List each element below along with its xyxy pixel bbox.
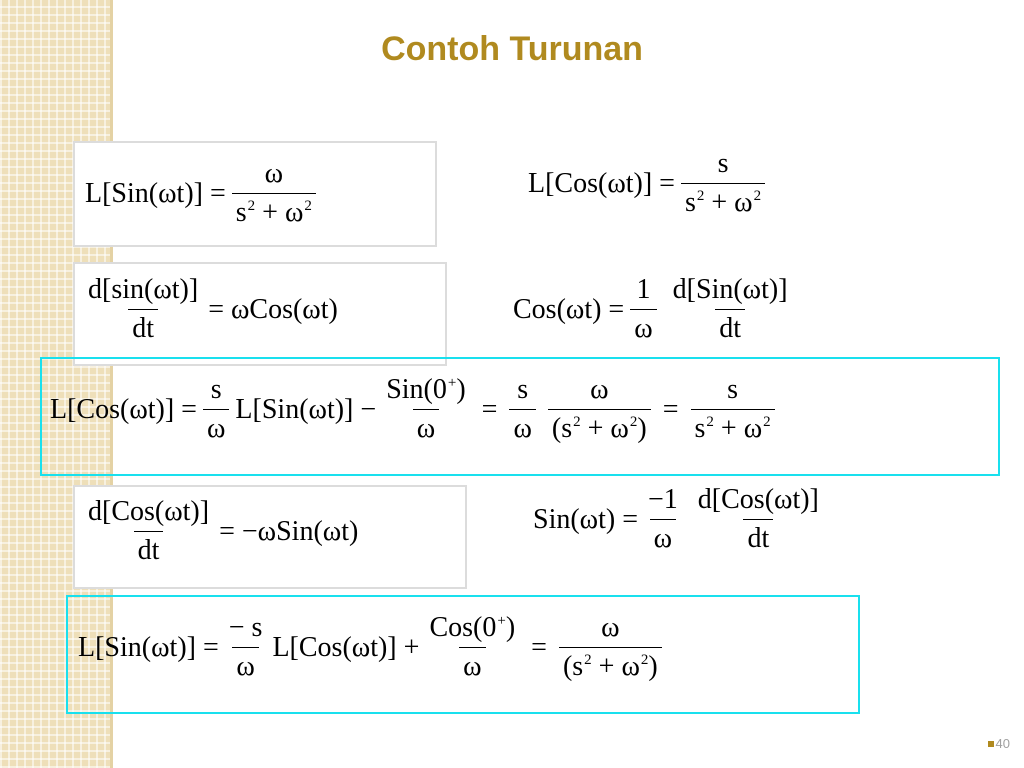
highlight-box-cos-transform	[40, 357, 1000, 476]
eq8-middle-term: L[Cos(ωt)] +	[272, 631, 420, 663]
eq5-fraction-5: s s2 + ω2	[690, 376, 775, 443]
slide-title: Contoh Turunan	[381, 30, 643, 68]
equation-laplace-cos-derivation: L[Cos(ωt)] = s ω L[Sin(ωt)] − Sin(0+) ω …	[50, 376, 781, 443]
eq5-fraction-4: ω (s2 + ω2)	[547, 376, 651, 443]
equation-cos-identity: Cos(ωt) = 1 ω d[Sin(ωt)] dt	[513, 276, 798, 343]
page-number: 40	[987, 736, 1010, 751]
eq6-fraction: d[Cos(ωt)] dt	[88, 496, 210, 566]
bullet-square-icon	[987, 740, 994, 747]
eq2-lhs: L[Cos(ωt)] =	[528, 167, 675, 199]
eq7-fraction-1: −1 ω	[648, 484, 678, 554]
eq7-lhs: Sin(ωt) =	[533, 503, 638, 535]
equation-sin-identity: Sin(ωt) = −1 ω d[Cos(ωt)] dt	[533, 486, 829, 553]
eq7-fraction-2: d[Cos(ωt)] dt	[697, 484, 819, 554]
formula-box-3	[73, 485, 467, 589]
eq4-fraction-1: 1 ω	[630, 276, 657, 343]
eq5-fraction-1: s ω	[202, 376, 230, 443]
eq8-fraction-2: Cos(0+) ω	[429, 612, 516, 682]
eq5-fraction-3: s ω	[509, 376, 536, 443]
eq5-lhs: L[Cos(ωt)] =	[50, 393, 197, 425]
formula-box-1	[73, 141, 437, 247]
equation-laplace-sin: L[Sin(ωt)] = ω s2 + ω2	[85, 160, 322, 227]
equation-laplace-cos: L[Cos(ωt)] = s s2 + ω2	[528, 150, 771, 217]
eq3-rhs: = ωCos(ωt)	[208, 293, 338, 325]
eq8-lhs: L[Sin(ωt)] =	[78, 631, 219, 663]
equation-derivative-cos: d[Cos(ωt)] dt = −ωSin(ωt)	[78, 498, 358, 565]
eq6-rhs: = −ωSin(ωt)	[219, 515, 359, 547]
eq4-fraction-2: d[Sin(ωt)] dt	[672, 274, 788, 344]
highlight-box-sin-transform	[66, 595, 860, 714]
eq4-lhs: Cos(ωt) =	[513, 293, 625, 325]
eq8-fraction-3: ω (s2 + ω2)	[558, 614, 662, 681]
eq3-fraction: d[sin(ωt)] dt	[88, 274, 199, 344]
eq8-fraction-1: − s ω	[228, 612, 263, 682]
eq5-fraction-2: Sin(0+) ω	[386, 374, 466, 444]
eq5-middle-term: L[Sin(ωt)] −	[235, 393, 377, 425]
equation-laplace-sin-derivation: L[Sin(ωt)] = − s ω L[Cos(ωt)] + Cos(0+) …	[78, 614, 668, 681]
formula-box-2	[73, 262, 447, 366]
decorative-side-panel	[0, 0, 113, 768]
equation-derivative-sin: d[sin(ωt)] dt = ωCos(ωt)	[78, 276, 338, 343]
eq1-fraction: ω s2 + ω2	[231, 160, 316, 227]
eq1-lhs: L[Sin(ωt)] =	[85, 177, 226, 209]
eq2-fraction: s s2 + ω2	[680, 150, 766, 217]
